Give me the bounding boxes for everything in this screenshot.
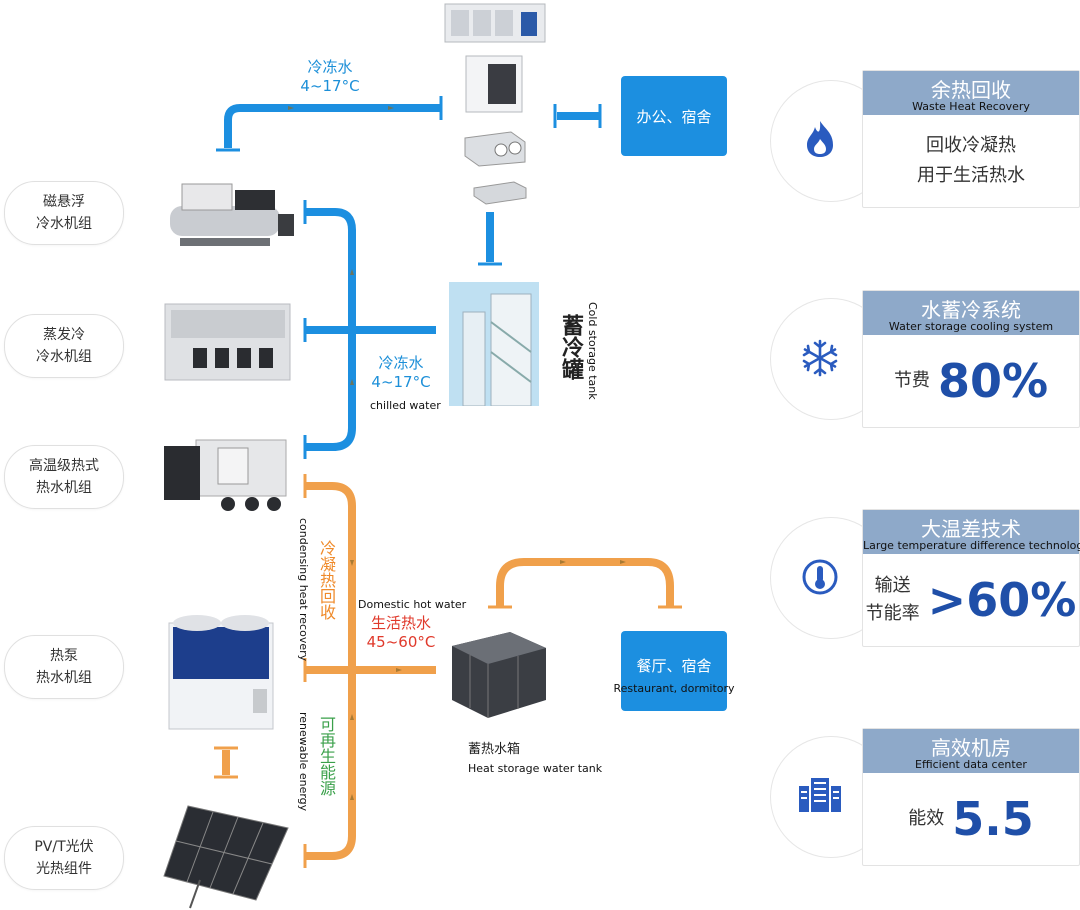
card-header: 水蓄冷系统 Water storage cooling system [863, 291, 1079, 335]
heat-storage-tank-en-label: Heat storage water tank [468, 762, 603, 775]
evaporative-chiller-image [164, 303, 291, 381]
maglev-chiller-label: 磁悬浮冷水机组 [4, 181, 124, 245]
metric-label: 节费 [893, 370, 930, 391]
metric-value: 5.5 [952, 792, 1034, 846]
snowflake-icon [795, 333, 845, 383]
chilled-water-top-pipe [224, 104, 440, 148]
renewable-energy-en-label: renewable energy [297, 712, 310, 812]
thermometer-icon [795, 552, 845, 602]
card-subtitle: Water storage cooling system [888, 320, 1054, 333]
cold-storage-tank-en-label: Cold storage tank [586, 302, 599, 400]
restaurant-dormitory-box: 餐厅、宿舍 Restaurant, dormitory [613, 631, 735, 711]
card-arc-4 [770, 736, 892, 858]
high-temp-heat-unit-image [164, 439, 287, 511]
flame-icon [795, 114, 845, 164]
cold-storage-tank-cn-label: 蓄冷罐 [558, 314, 583, 380]
condensing-heat-recovery-en-label: condensing heat recovery [297, 518, 310, 662]
card-line: 用于生活热水 [917, 165, 1025, 186]
card-line: 回收冷凝热 [926, 135, 1016, 156]
metric-value: 80% [937, 354, 1049, 408]
cold-storage-tank-image [449, 282, 539, 406]
card-header: 余热回收 Waste Heat Recovery [863, 71, 1079, 115]
card-title: 大温差技术 [921, 517, 1021, 541]
evaporative-chiller-label: 蒸发冷冷水机组 [4, 314, 124, 378]
high-temp-heat-unit-label: 高温级热式热水机组 [4, 445, 124, 509]
metric-label: 能效 [908, 808, 945, 829]
duct-unit-image [464, 131, 526, 167]
card-arc-1 [770, 80, 892, 202]
card-waste-heat-recovery: 余热回收 Waste Heat Recovery 回收冷凝热 用于生活热水 [862, 70, 1080, 208]
card-efficient-data-center: 高效机房 Efficient data center 能效 5.5 [862, 728, 1080, 866]
chilled-water-mid-label: 冷冻水 4~17°C [371, 354, 431, 391]
card-water-storage-cooling: 水蓄冷系统 Water storage cooling system 节费 80… [862, 290, 1080, 428]
metric-label: 节能率 [865, 603, 920, 624]
metric-value: >60% [927, 573, 1077, 627]
card-title: 高效机房 [931, 736, 1011, 760]
domestic-hot-water-label: 生活热水 45~60°C [366, 614, 436, 651]
domestic-hot-water-en-label: Domestic hot water [358, 598, 467, 611]
chilled-water-en-label: chilled water [370, 399, 441, 412]
air-handling-unit-image [444, 3, 546, 43]
maglev-chiller-image [170, 183, 294, 246]
fan-coil-unit-image [465, 55, 523, 113]
pvt-panel-image [163, 805, 289, 909]
small-duct-fan-image [473, 181, 527, 205]
condensing-heat-recovery-cn-label: 冷凝热回收 [317, 540, 336, 620]
heat-storage-tank-image [452, 632, 546, 718]
heat-storage-tank-cn-label: 蓄热水箱 [468, 742, 521, 757]
heat-pump-image [168, 615, 274, 730]
card-arc-3 [770, 517, 892, 639]
card-header: 大温差技术 Large temperature difference techn… [863, 510, 1080, 554]
server-rack-icon [795, 770, 845, 820]
heat-pump-label: 热泵热水机组 [4, 635, 124, 699]
card-arc-2 [770, 298, 892, 420]
renewable-energy-cn-label: 可再生能源 [317, 716, 336, 796]
metric-label: 输送 [874, 575, 911, 596]
hot-water-arch-pipe [496, 558, 674, 606]
card-large-temperature-difference: 大温差技术 Large temperature difference techn… [862, 509, 1080, 647]
card-subtitle: Waste Heat Recovery [912, 100, 1030, 113]
card-subtitle: Efficient data center [915, 758, 1027, 771]
chilled-water-top-label: 冷冻水 4~17°C [300, 58, 360, 95]
card-subtitle: Large temperature difference technology [863, 539, 1080, 552]
office-dormitory-box: 办公、宿舍 [621, 76, 727, 156]
pvt-module-label: PV/T光伏光热组件 [4, 826, 124, 890]
card-title: 水蓄冷系统 [921, 298, 1021, 322]
card-header: 高效机房 Efficient data center [863, 729, 1079, 773]
card-title: 余热回收 [931, 78, 1011, 102]
